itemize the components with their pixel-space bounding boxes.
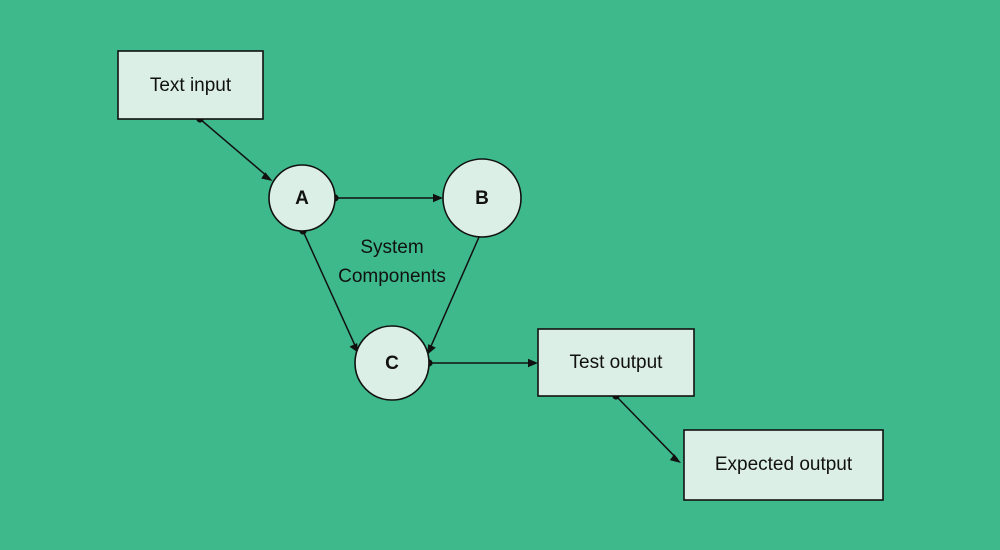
edge-arrowhead	[433, 193, 443, 203]
edge-arrowhead	[427, 344, 436, 355]
node-test-output[interactable]: Test output	[537, 328, 695, 397]
node-text-input[interactable]: Text input	[117, 50, 264, 120]
node-circle-shape	[442, 158, 522, 238]
node-label: C	[385, 353, 399, 374]
cluster-label-system-components: System Components	[338, 237, 446, 287]
edge-arrowhead	[261, 172, 273, 181]
node-box-shape	[683, 429, 884, 501]
edge-line	[302, 230, 357, 349]
node-label: Text input	[150, 75, 232, 96]
cluster-label-line-1: System	[360, 237, 423, 258]
edge-line	[199, 118, 269, 178]
edge-arrowhead	[528, 358, 538, 368]
node-a[interactable]: A	[268, 164, 336, 232]
edge-a-to-c[interactable]	[299, 227, 359, 353]
edge-text-input-to-a[interactable]	[196, 115, 273, 181]
node-circle-shape	[354, 325, 430, 401]
node-label: Expected output	[715, 454, 853, 475]
node-label: A	[295, 188, 309, 209]
node-label: B	[475, 188, 489, 209]
edge-a-to-b[interactable]	[331, 193, 443, 203]
edge-b-to-c[interactable]	[427, 228, 485, 355]
edge-arrowhead	[349, 343, 359, 353]
edge-line	[428, 232, 482, 351]
node-box-shape	[117, 50, 264, 120]
node-circle-shape	[268, 164, 336, 232]
edge-arrowhead	[669, 454, 681, 463]
node-c[interactable]: C	[354, 325, 430, 401]
cluster-label-line-2: Components	[338, 266, 446, 287]
node-label: Test output	[570, 352, 664, 373]
node-b[interactable]: B	[442, 158, 522, 238]
edge-c-to-test-output[interactable]	[425, 358, 538, 368]
edges-layer	[196, 115, 681, 463]
node-box-shape	[537, 328, 695, 397]
node-expected-output[interactable]: Expected output	[683, 429, 884, 501]
edge-line	[615, 395, 678, 460]
edge-test-output-to-expected-output[interactable]	[612, 392, 681, 463]
